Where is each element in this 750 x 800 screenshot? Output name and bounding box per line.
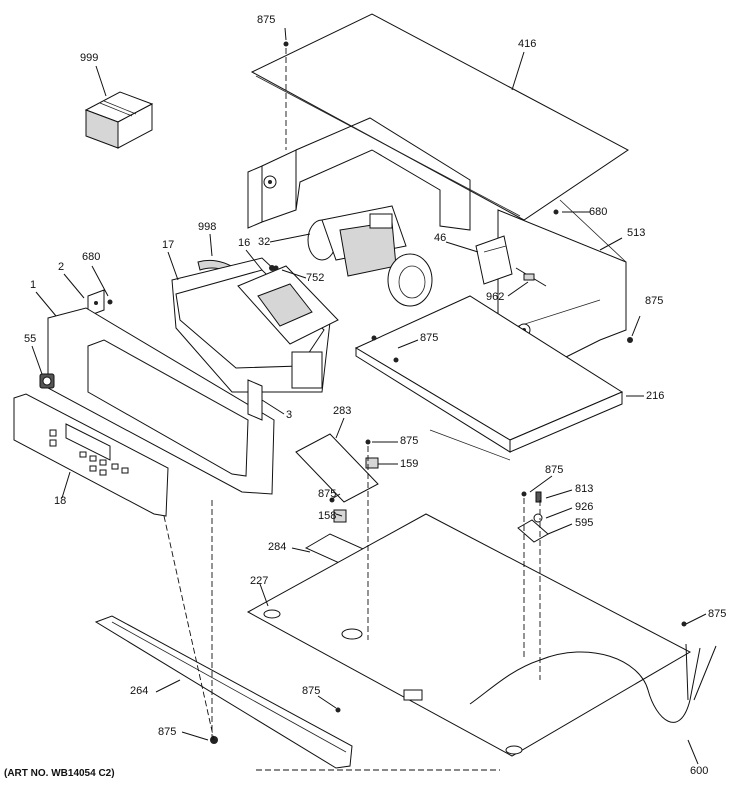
- callout-680: 680: [589, 206, 608, 218]
- callout-752: 752: [306, 272, 325, 284]
- assembly-lines: [163, 48, 541, 771]
- callout-513: 513: [627, 227, 646, 239]
- art-number: (ART NO. WB14054 C2): [4, 768, 115, 779]
- part-595-clamp: [517, 491, 549, 543]
- callout-999: 999: [80, 52, 99, 64]
- callout-875: 875: [400, 435, 419, 447]
- callout-875: 875: [645, 295, 664, 307]
- callout-16: 16: [238, 237, 251, 249]
- callout-159: 159: [400, 458, 419, 470]
- callout-962: 962: [486, 291, 505, 303]
- callout-875: 875: [420, 332, 439, 344]
- part-227-bottom-plate: [246, 513, 692, 757]
- overlay-buttons: [49, 429, 129, 476]
- part-18-overlay: [13, 393, 169, 517]
- leader-lines: [31, 27, 707, 765]
- part-3-plate: [247, 379, 263, 421]
- callout-875: 875: [318, 488, 337, 500]
- callout-680: 680: [82, 251, 101, 263]
- part-32-blower: [307, 205, 433, 307]
- callout-227: 227: [250, 575, 269, 587]
- callout-17: 17: [162, 239, 175, 251]
- callout-46: 46: [434, 232, 447, 244]
- part-999-box: [84, 91, 154, 149]
- part-158-switch: [333, 509, 347, 523]
- callout-875: 875: [158, 726, 177, 738]
- callout-158: 158: [318, 510, 337, 522]
- part-416-top-cover: [250, 13, 629, 221]
- part-1-control-trim: [47, 307, 275, 495]
- callout-2: 2: [58, 261, 65, 273]
- part-216-shelf: [354, 295, 624, 461]
- part-264-trim: [94, 615, 353, 769]
- callout-264: 264: [130, 685, 149, 697]
- callout-875: 875: [302, 685, 321, 697]
- callout-600: 600: [690, 765, 709, 777]
- callout-813: 813: [575, 483, 594, 495]
- part-16-control-board: [237, 265, 339, 345]
- part-rear-frame: [247, 117, 471, 231]
- callout-875: 875: [257, 14, 276, 26]
- callout-3: 3: [286, 409, 293, 421]
- callout-55: 55: [24, 333, 37, 345]
- callout-283: 283: [333, 405, 352, 417]
- callout-416: 416: [518, 38, 537, 50]
- part-55-knob: [39, 373, 55, 389]
- callout-32: 32: [258, 236, 271, 248]
- callout-595: 595: [575, 517, 594, 529]
- callout-18: 18: [54, 495, 67, 507]
- callout-926: 926: [575, 501, 594, 513]
- part-962-sensor: [515, 267, 547, 287]
- callout-216: 216: [646, 390, 665, 402]
- part-159-switch: [365, 457, 379, 469]
- callout-875: 875: [708, 608, 727, 620]
- callout-1: 1: [30, 279, 37, 291]
- part-283-bracket: [295, 433, 379, 503]
- callout-998: 998: [198, 221, 217, 233]
- callout-875: 875: [545, 464, 564, 476]
- callout-284: 284: [268, 541, 287, 553]
- part-600-harness: [469, 643, 717, 723]
- part-46-board: [475, 235, 513, 285]
